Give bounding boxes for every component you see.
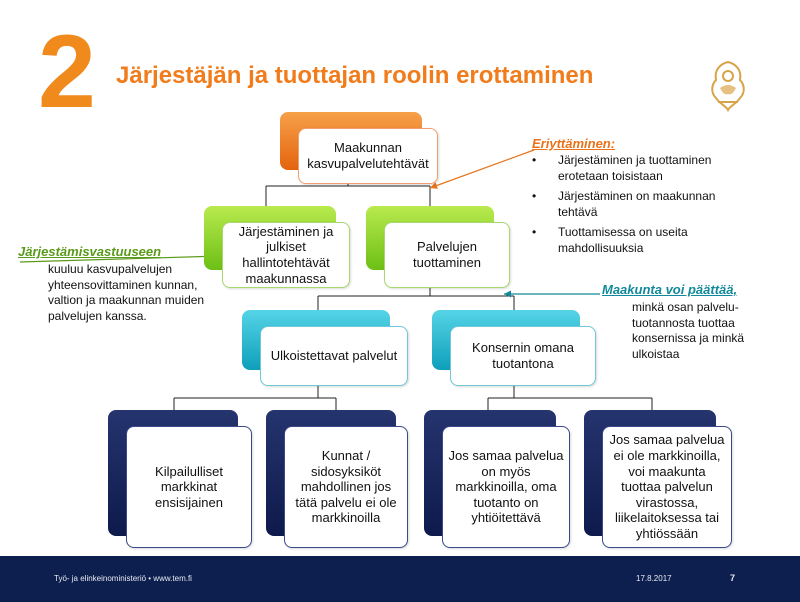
footer-bar: Työ- ja elinkeinoministeriö • www.tem.fi…: [0, 556, 800, 602]
node-leaf4: Jos samaa palvelua ei ole markkinoilla, …: [602, 426, 732, 548]
node-leaf1: Kilpailulliset markkinat ensisijainen: [126, 426, 252, 548]
footer-date: 17.8.2017: [636, 574, 672, 583]
node-top: Maakunnan kasvupalvelutehtävät: [298, 128, 438, 184]
node-outsourced: Ulkoistettavat palvelut: [260, 326, 408, 386]
node-producing: Palvelujen tuottaminen: [384, 222, 510, 288]
node-inhouse: Konsernin omana tuotantona: [450, 326, 596, 386]
node-leaf3: Jos samaa palvelua on myös markkinoilla,…: [442, 426, 570, 548]
callout-responsibility-text: kuuluu kasvupalvelujen yhteensovittamine…: [48, 262, 205, 323]
lion-crest-icon: [711, 60, 745, 113]
node-leaf2: Kunnat / sidosyksiköt mahdollinen jos tä…: [284, 426, 408, 548]
callout-separation-list: Järjestäminen ja tuottaminen erotetaan t…: [532, 153, 742, 262]
callout-separation-bullet: Tuottamisessa on useita mahdollisuuksia: [532, 225, 742, 256]
footer-org: Työ- ja elinkeinoministeriö • www.tem.fi: [54, 574, 192, 583]
slide-title: Järjestäjän ja tuottajan roolin erottami…: [116, 62, 594, 89]
callout-separation-bullet: Järjestäminen on maakunnan tehtävä: [532, 189, 742, 220]
callout-separation-heading: Eriyttäminen:: [532, 136, 616, 151]
node-organizing: Järjestäminen ja julkiset hallintotehtäv…: [222, 222, 350, 288]
callout-responsibility-heading: Järjestämisvastuuseen: [18, 244, 162, 259]
slide-number: 2: [38, 14, 96, 130]
callout-decide-text: minkä osan palvelu-tuotannosta tuottaa k…: [632, 300, 745, 361]
callout-decide-heading: Maakunta voi päättää,: [602, 282, 738, 297]
footer-page-number: 7: [730, 573, 736, 583]
callout-separation-bullet: Järjestäminen ja tuottaminen erotetaan t…: [532, 153, 742, 184]
